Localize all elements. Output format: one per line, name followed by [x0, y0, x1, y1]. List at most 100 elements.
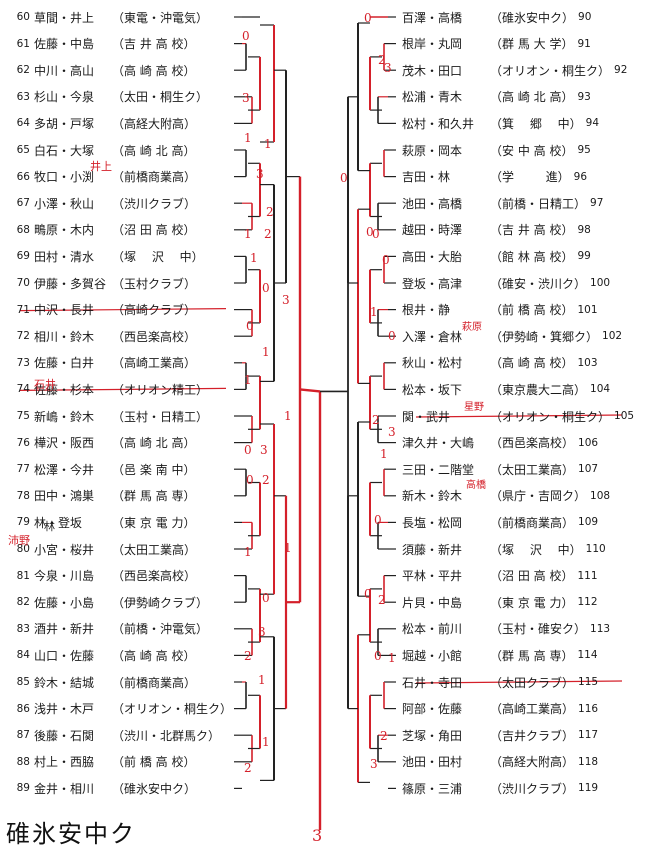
entry-number: 93 — [577, 90, 591, 103]
score-mark: 2 — [378, 593, 386, 607]
player-pair: 林・登坂 — [34, 515, 83, 530]
entry-row: 吉田・林（学 進）96 — [402, 167, 602, 187]
entry-number: 61 — [16, 37, 30, 50]
entry-number: 107 — [578, 463, 599, 476]
player-pair: 相川・鈴木 — [34, 329, 95, 344]
entry-row: 三田・二階堂（太田工業高）107 — [402, 459, 606, 479]
entry-number: 90 — [578, 11, 592, 23]
player-pair: 松澤・今井 — [34, 462, 95, 477]
score-mark: 0 — [262, 591, 270, 605]
score-mark: 0 — [374, 649, 382, 663]
entry-row: 萩原・岡本（安 中 高 校）95 — [402, 140, 605, 160]
entry-number: 101 — [577, 303, 598, 316]
team-name: （群 馬 高 専） — [112, 489, 196, 504]
entry-number: 109 — [578, 516, 599, 529]
player-pair: 佐藤・小島 — [34, 595, 95, 610]
entry-number: 86 — [16, 702, 30, 715]
entry-row: 秋山・松村（高 崎 高 校）103 — [402, 353, 605, 373]
player-pair: 阿部・佐藤 — [402, 702, 463, 717]
score-mark: 0 — [364, 11, 372, 25]
team-name: （太田工業高） — [112, 542, 197, 557]
team-name: （高崎クラブ） — [112, 303, 197, 318]
score-mark: 3 — [388, 425, 396, 439]
correction-note: 林 — [44, 520, 55, 533]
entry-number: 74 — [16, 383, 30, 396]
score-mark: 1 — [244, 227, 252, 241]
score-mark: 3 — [256, 167, 264, 181]
team-name: （高 崎 高 校） — [490, 356, 574, 371]
team-name: （学 進） — [490, 170, 570, 185]
team-name: （前橋・沖電気） — [112, 622, 209, 637]
player-pair: 中沢・長井 — [34, 303, 95, 318]
entry-row: 片貝・中島（東 京 電 力）112 — [402, 592, 605, 612]
player-pair: 長塩・松岡 — [402, 515, 463, 530]
team-name: （太田クラブ） — [490, 675, 575, 690]
entry-row: 石井・寺田（太田クラブ）115 — [402, 672, 606, 692]
player-pair: 酒井・新井 — [34, 622, 95, 637]
entry-number: 66 — [16, 170, 30, 183]
entry-number: 95 — [577, 144, 591, 156]
team-name: （伊勢崎クラブ） — [112, 595, 209, 610]
bracket-line — [19, 308, 227, 312]
entry-row: 池田・田村（高経大附高）118 — [402, 752, 606, 772]
entry-number: 83 — [16, 622, 30, 635]
player-pair: 村上・西脇 — [34, 755, 95, 770]
entry-number: 92 — [614, 64, 628, 77]
player-pair: 入澤・倉林 — [402, 329, 463, 344]
score-mark: 2 — [264, 227, 272, 241]
team-name: （高 崎 高 校） — [112, 63, 196, 78]
handwritten-winner: 碓氷安中ク — [6, 820, 136, 848]
player-pair: 三田・二階堂 — [402, 462, 475, 477]
team-name: （群 馬 高 専） — [490, 648, 574, 663]
team-name: （吉 井 高 校） — [490, 223, 574, 238]
entry-row: 新木・鈴木（県庁・吉岡ク）108 — [402, 486, 618, 506]
score-mark: 0 — [382, 253, 390, 267]
bracket-line — [415, 414, 623, 418]
correction-note: 高橋 — [466, 480, 486, 491]
team-name: （沼 田 高 校） — [112, 223, 196, 238]
entry-row: 茂木・田口（オリオン・桐生ク）92 — [402, 60, 642, 80]
score-mark: 2 — [244, 761, 252, 775]
team-name: （玉村・碓安ク） — [490, 622, 587, 637]
player-pair: 吉田・林 — [402, 170, 451, 185]
player-pair: 関・武井 — [402, 409, 451, 424]
score-mark: 1 — [284, 409, 292, 423]
entry-number: 63 — [16, 90, 30, 103]
entry-number: 68 — [16, 223, 30, 236]
score-mark: 3 — [384, 61, 392, 75]
score-mark: 1 — [244, 545, 252, 559]
entry-number: 99 — [577, 250, 591, 263]
correction-note: 石井 — [34, 378, 56, 391]
entry-number: 104 — [590, 383, 611, 396]
team-name: （渋川クラブ） — [490, 781, 575, 796]
team-name: （邑 楽 南 中） — [112, 462, 196, 477]
entry-row: 須藤・新井（塚 沢 中）110 — [402, 539, 614, 559]
player-pair: 浅井・木戸 — [34, 702, 95, 717]
entry-row: 高田・大胎（館 林 高 校）99 — [402, 246, 605, 266]
team-name: （高崎工業高） — [490, 702, 575, 717]
entry-number: 114 — [577, 649, 598, 662]
score-mark: 0 — [366, 225, 374, 239]
score-mark: 0 — [340, 171, 348, 185]
score-mark: 0 — [246, 473, 254, 487]
score-mark: 2 — [244, 649, 252, 663]
final-score: 3 — [312, 826, 323, 845]
entry-number: 118 — [578, 755, 599, 768]
player-pair: 芝塚・角田 — [402, 728, 463, 743]
entry-number: 89 — [16, 782, 30, 795]
entry-row: 83 酒井・新井 （前橋・沖電気） — [6, 619, 208, 639]
entry-row: 松浦・青木（高 崎 北 高）93 — [402, 87, 605, 107]
team-name: （西邑楽高校） — [112, 569, 197, 584]
team-name: （高経大附高） — [490, 755, 575, 770]
